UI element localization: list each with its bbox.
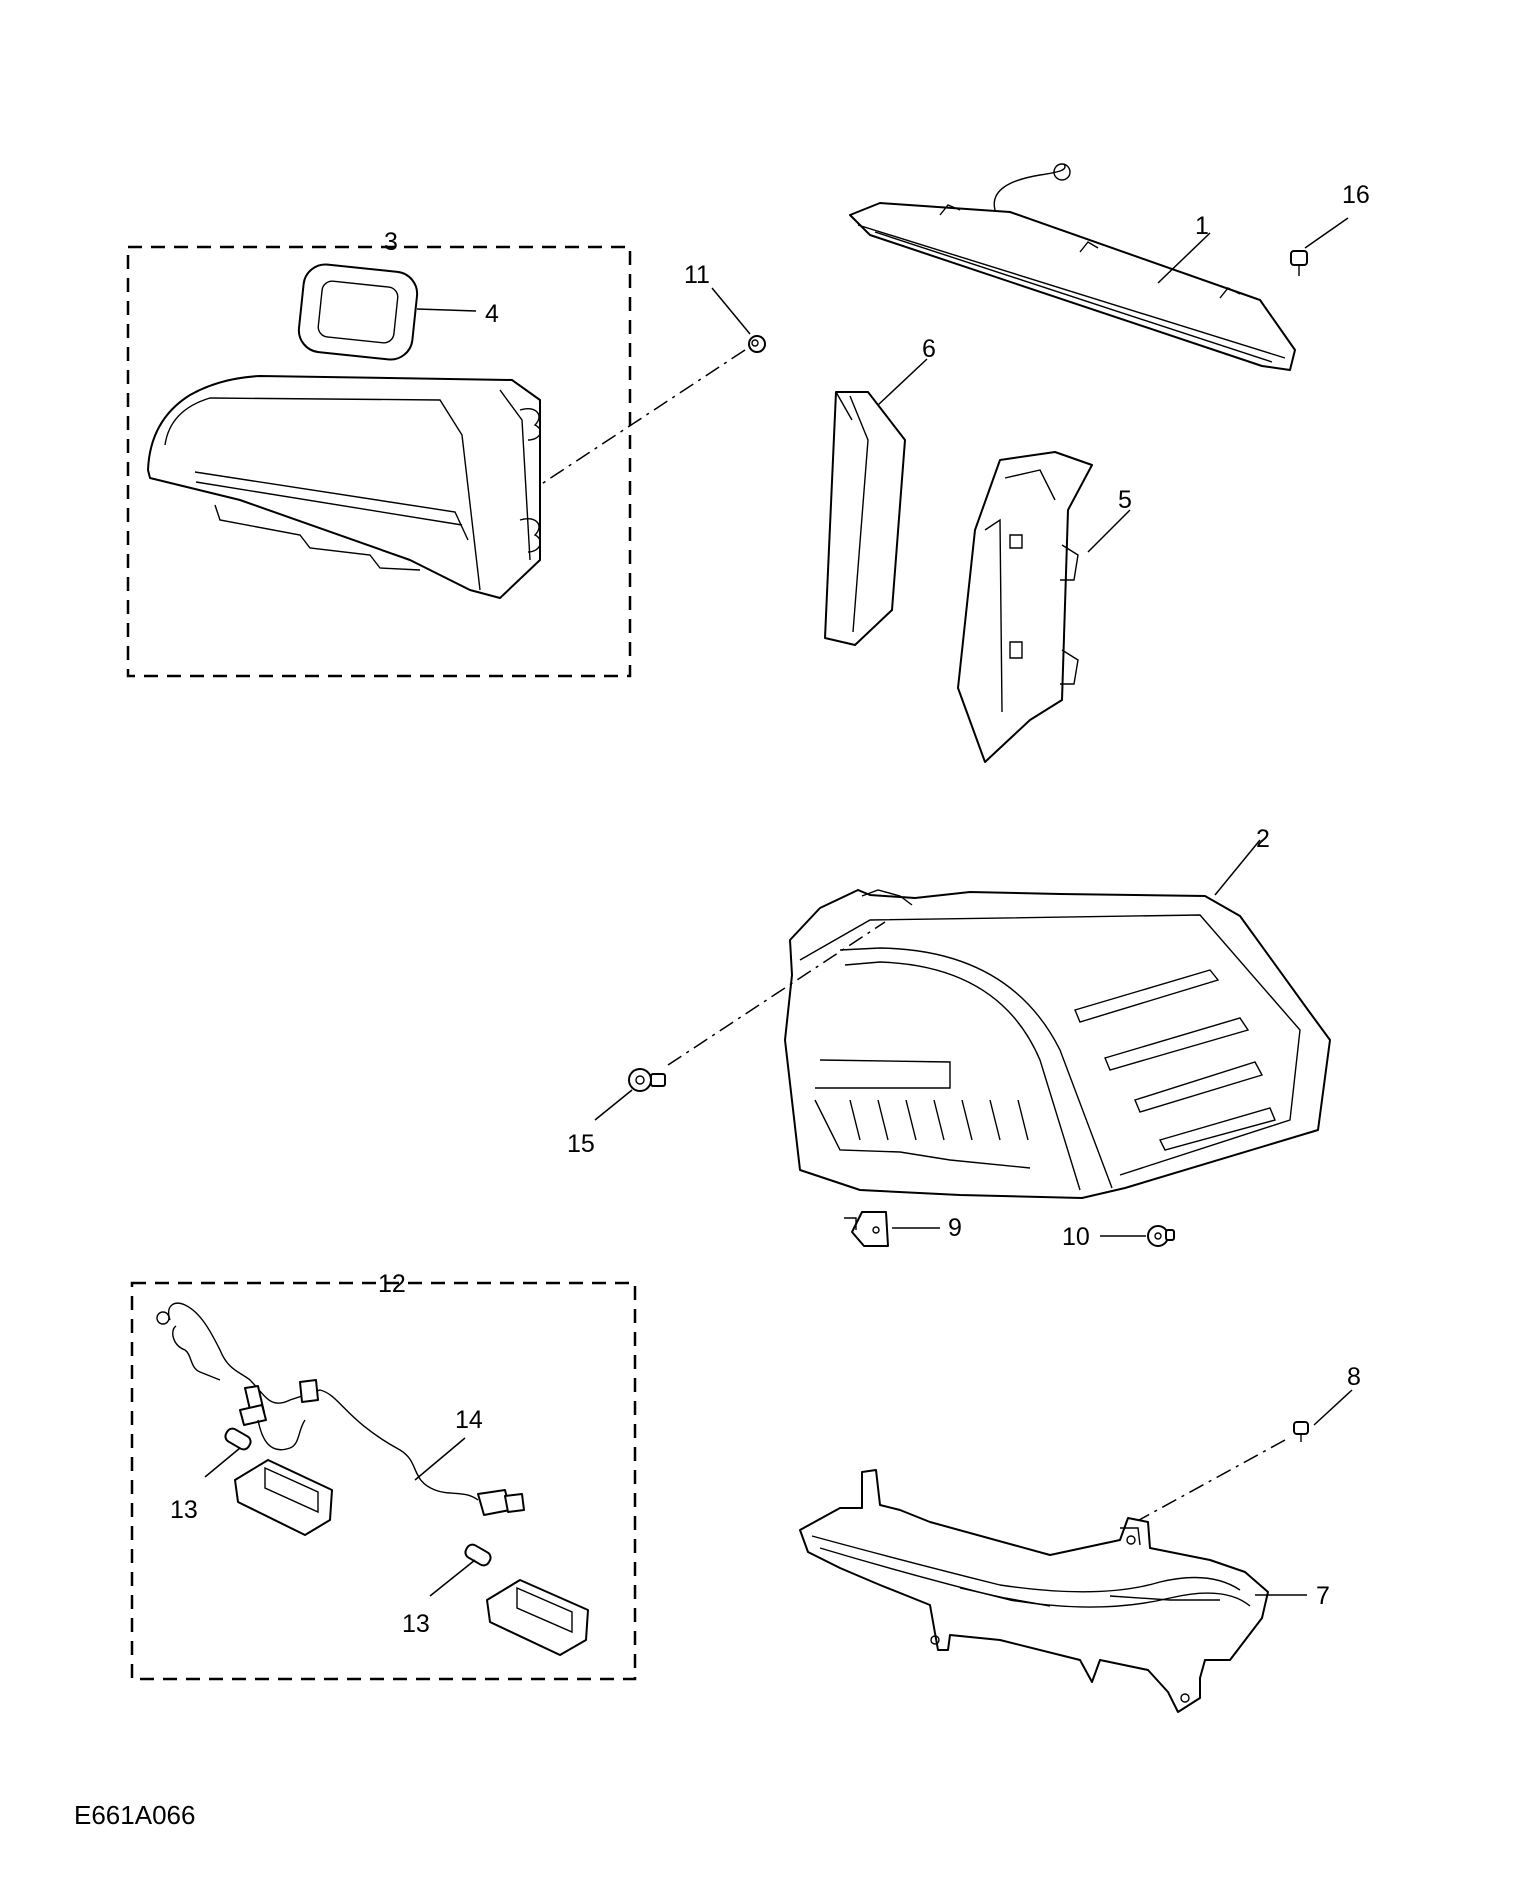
callout-7: 7 [1316,1582,1330,1610]
group-box-3 [126,245,632,678]
callout-11: 11 [684,261,710,289]
callout-10: 10 [1062,1223,1090,1251]
callout-13-upper: 13 [170,1496,198,1524]
licence-plate-lamp-lower[interactable] [486,1579,589,1656]
part-10-nut[interactable] [1147,1225,1175,1247]
fitting-line-11 [539,349,746,486]
leader-lines [204,217,1353,1597]
part-8-screw[interactable] [1293,1421,1309,1442]
licence-plate-lamp-upper[interactable] [234,1459,333,1536]
callout-5: 5 [1118,486,1132,514]
part-3-inner-lamp[interactable] [147,375,542,599]
part-4-gasket[interactable] [297,262,420,361]
part-9-nut-clip[interactable] [844,1211,889,1247]
part-14-wiring-harness[interactable] [156,1302,525,1516]
callout-1: 1 [1195,212,1209,240]
callout-9: 9 [948,1214,962,1242]
fitting-line-8 [1129,1439,1286,1526]
callout-6: 6 [922,335,936,363]
callout-3: 3 [384,228,398,256]
part-7-bumper-lamp[interactable] [799,1469,1269,1713]
part-5-housing-bracket[interactable] [957,451,1093,763]
group-box-12 [130,1281,637,1681]
callout-4: 4 [485,300,499,328]
part-11-clip[interactable] [748,335,766,353]
callout-2: 2 [1256,825,1270,853]
callout-14: 14 [455,1406,483,1434]
part-6-trim-panel[interactable] [824,391,906,646]
part-16-screw[interactable] [1290,250,1308,276]
callout-13-lower: 13 [402,1610,430,1638]
callout-12: 12 [378,1270,406,1298]
callout-8: 8 [1347,1363,1361,1391]
part-13-bulb-lower[interactable] [463,1542,493,1567]
part-2-tail-lamp[interactable] [784,889,1331,1199]
callout-labels: 1 2 3 4 5 6 7 8 9 10 11 12 13 13 14 15 1… [170,181,1370,1638]
part-13-bulb-upper[interactable] [223,1426,253,1451]
part-15-push-clip[interactable] [628,1068,666,1092]
part-1-high-mount-stop-lamp[interactable] [849,163,1296,371]
callout-15: 15 [567,1130,595,1158]
callout-16: 16 [1342,181,1370,209]
diagram-code: E661A066 [74,1800,196,1830]
fitting-line-15 [667,921,886,1066]
